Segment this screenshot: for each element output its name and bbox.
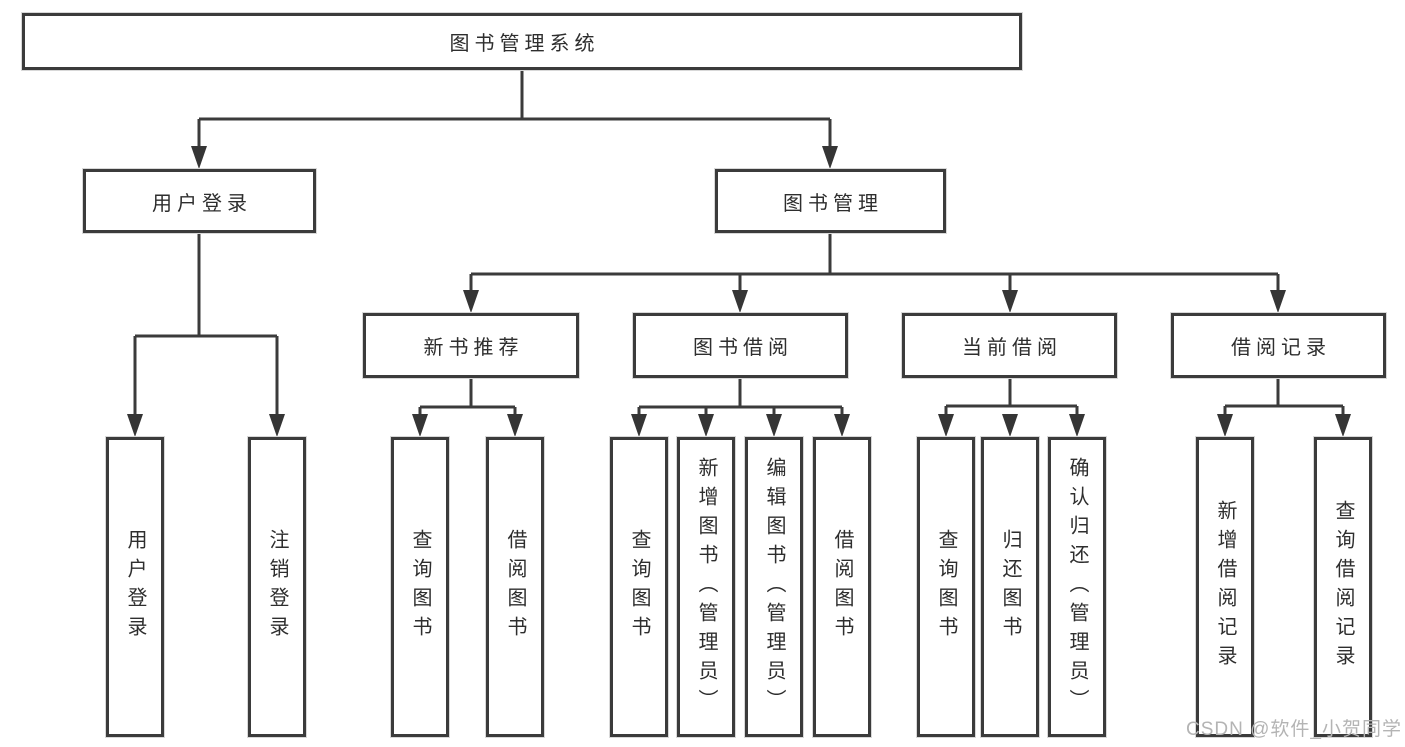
leaf-label: 查询借阅记录 (1332, 500, 1354, 674)
node-label: 借阅记录 (1231, 337, 1331, 359)
leaf-edit-books-admin: 编辑图书（管理员） (745, 437, 803, 737)
leaf-label: 查询图书 (628, 529, 650, 645)
leaf-user-login: 用户登录 (106, 437, 164, 737)
leaf-label: 注销登录 (266, 529, 288, 645)
leaf-query-books-current: 查询图书 (917, 437, 975, 737)
leaf-label: 归还图书 (999, 529, 1021, 645)
leaf-borrow-books-borrowing: 借阅图书 (813, 437, 871, 737)
leaf-confirm-return-admin: 确认归还（管理员） (1048, 437, 1106, 737)
leaf-label: 确认归还（管理员） (1066, 456, 1088, 718)
node-book-management: 图书管理 (715, 169, 946, 233)
leaf-label: 编辑图书（管理员） (763, 456, 785, 718)
leaf-label: 借阅图书 (831, 529, 853, 645)
leaf-label: 用户登录 (124, 529, 146, 645)
leaf-query-books-borrowing: 查询图书 (610, 437, 668, 737)
node-book-borrowing: 图书借阅 (633, 313, 848, 378)
node-label: 新书推荐 (423, 337, 524, 359)
node-current-borrowing: 当前借阅 (902, 313, 1117, 378)
node-user-login: 用户登录 (83, 169, 316, 233)
node-label: 图书借阅 (693, 337, 793, 359)
leaf-logout: 注销登录 (248, 437, 306, 737)
node-new-book-recommendation: 新书推荐 (363, 313, 579, 378)
leaf-label: 查询图书 (409, 529, 431, 645)
node-label: 图书管理 (783, 192, 883, 215)
leaf-add-books-admin: 新增图书（管理员） (677, 437, 735, 737)
leaf-add-borrow-record: 新增借阅记录 (1196, 437, 1254, 737)
node-label: 图书管理系统 (449, 33, 600, 55)
leaf-label: 查询图书 (935, 529, 957, 645)
watermark: CSDN @软件_小贺同学 (1186, 719, 1402, 740)
node-label: 用户登录 (152, 192, 252, 215)
leaf-borrow-books-recommend: 借阅图书 (486, 437, 544, 737)
node-label: 当前借阅 (962, 337, 1062, 359)
leaf-query-books-recommend: 查询图书 (391, 437, 449, 737)
leaf-label: 新增图书（管理员） (695, 456, 717, 718)
leaf-return-books: 归还图书 (981, 437, 1039, 737)
leaf-label: 新增借阅记录 (1214, 500, 1236, 674)
node-borrowing-records: 借阅记录 (1171, 313, 1386, 378)
node-library-management-system: 图书管理系统 (22, 13, 1022, 70)
leaf-label: 借阅图书 (504, 529, 526, 645)
leaf-query-borrow-record: 查询借阅记录 (1314, 437, 1372, 737)
